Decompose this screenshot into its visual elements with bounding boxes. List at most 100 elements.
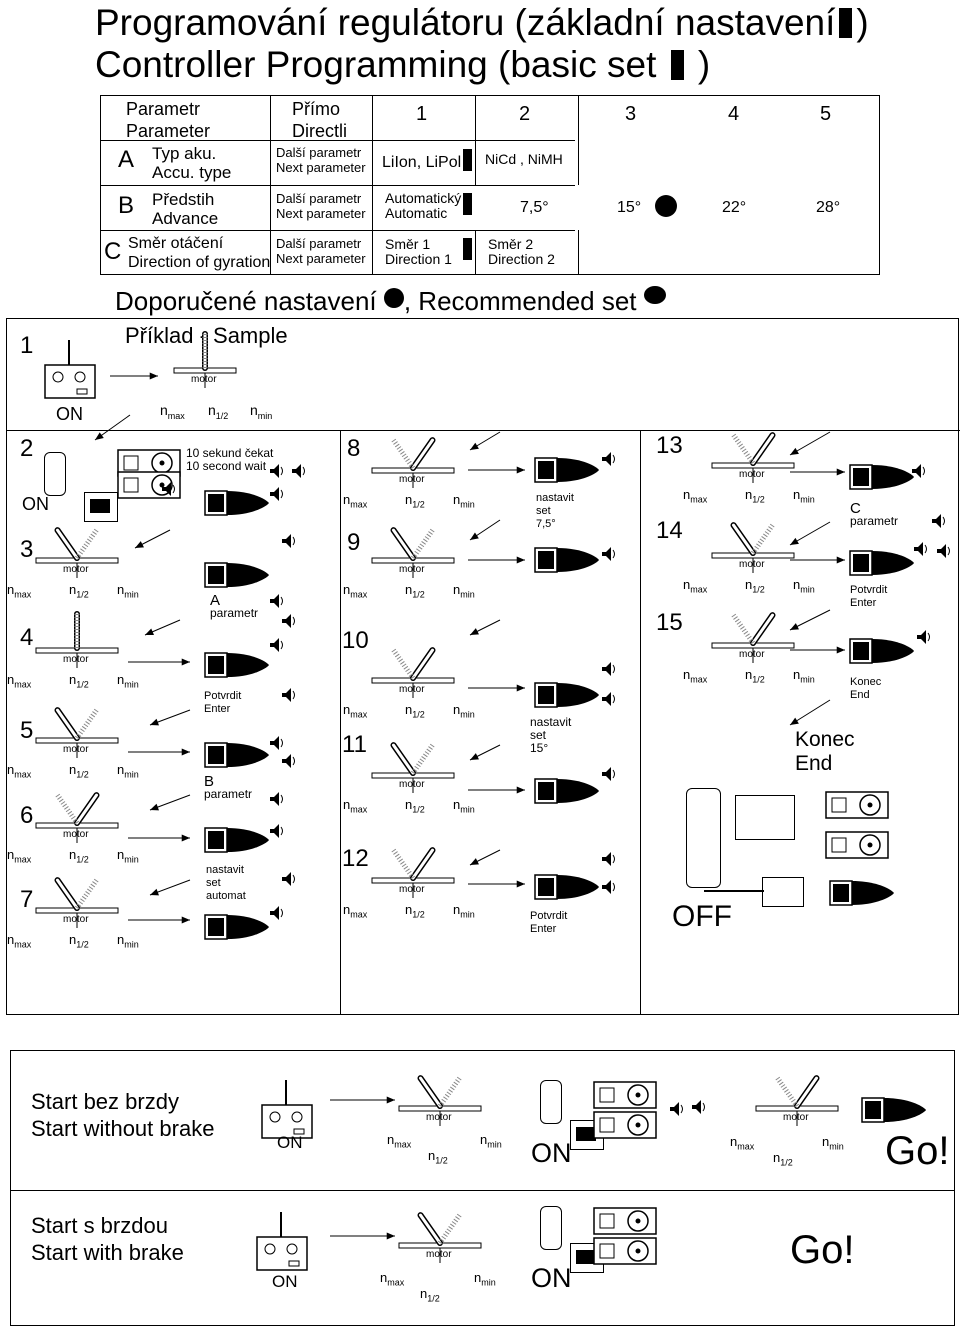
throttle-stick: motor xyxy=(395,1068,485,1128)
n-half-label: n1/2 xyxy=(405,492,425,510)
n-half-label: n1/2 xyxy=(405,902,425,920)
n-max-label: nmax xyxy=(7,672,32,690)
battery-icon xyxy=(540,1206,562,1250)
battery-icon xyxy=(44,452,66,496)
go-label-1: Go! xyxy=(885,1129,950,1173)
step-1: 1 xyxy=(20,332,34,359)
title-cz: Programování regulátoru (základní nastav… xyxy=(95,2,869,43)
n-half-label: n1/2 xyxy=(69,582,89,600)
off-label: OFF xyxy=(672,900,732,933)
throttle-stick: motor xyxy=(368,640,458,700)
throttle-stick: motor xyxy=(708,515,798,575)
n-max-label: nmax xyxy=(160,402,185,421)
n-max-label: nmax xyxy=(7,762,32,780)
throttle-stick: motor xyxy=(368,735,458,795)
receiver-icon xyxy=(84,492,118,522)
n-max-label: nmax xyxy=(343,582,368,600)
throttle-stick: motor xyxy=(32,700,122,760)
n-min-label: nmin xyxy=(793,667,815,685)
n-min-label: nmin xyxy=(793,487,815,505)
motor-label: motor xyxy=(426,1112,452,1123)
step-2: 2 xyxy=(20,435,34,462)
throttle-stick: motor xyxy=(32,610,122,670)
throttle-stick: motor xyxy=(395,1205,485,1265)
n-min-label: nmin xyxy=(453,797,475,815)
throttle-stick: motor xyxy=(32,785,122,845)
step-3: 3 xyxy=(20,536,34,563)
motor-label: motor xyxy=(399,779,425,790)
n-min-label: nmin xyxy=(793,577,815,595)
n-min-label: nmin xyxy=(480,1132,502,1150)
row-b-v5: 28° xyxy=(816,199,841,216)
motor-label: motor xyxy=(63,654,89,665)
n-max-label: nmax xyxy=(7,847,32,865)
step-4: 4 xyxy=(20,624,34,651)
n-min-label: nmin xyxy=(117,582,139,600)
n-max-label: nmax xyxy=(730,1134,755,1152)
motor-label: motor xyxy=(739,649,765,660)
throttle-stick: motor xyxy=(708,425,798,485)
col-3: 3 xyxy=(625,103,637,125)
motor-label: motor xyxy=(399,684,425,695)
title-en: Controller Programming (basic set ) xyxy=(95,44,711,85)
wire xyxy=(704,890,764,892)
n-min-label: nmin xyxy=(453,902,475,920)
start-on-2: ON xyxy=(272,1272,298,1291)
col-2: 2 xyxy=(519,103,531,125)
motor-label: motor xyxy=(399,884,425,895)
motor-label: motor xyxy=(191,374,217,385)
throttle-stick: motor xyxy=(752,1068,842,1128)
go-label-2: Go! xyxy=(790,1228,855,1272)
throttle-stick: motor xyxy=(32,520,122,580)
row-a-letter: A xyxy=(118,146,135,173)
motor-label: motor xyxy=(63,564,89,575)
row-a-v1: LiIon, LiPol xyxy=(382,154,462,171)
n-half-label: n1/2 xyxy=(405,797,425,815)
row-b-v2: 7,5° xyxy=(520,199,549,216)
motor-label: motor xyxy=(783,1112,809,1123)
n-max-label: nmax xyxy=(683,577,708,595)
col-4: 4 xyxy=(728,103,740,125)
on-label-2: ON xyxy=(22,494,49,514)
motor-label: motor xyxy=(399,564,425,575)
n-max-label: nmax xyxy=(380,1270,405,1288)
row-b-v4: 22° xyxy=(722,199,747,216)
n-half-label: n1/2 xyxy=(69,932,89,950)
n-max-label: nmax xyxy=(343,902,368,920)
n-half-label: n1/2 xyxy=(69,762,89,780)
step-7: 7 xyxy=(20,886,34,913)
n-min-label: nmin xyxy=(117,847,139,865)
n-max-label: nmax xyxy=(343,797,368,815)
start-panel xyxy=(10,1050,955,1326)
battery-icon xyxy=(540,1080,562,1124)
step-8: 8 xyxy=(347,435,361,462)
throttle-stick: motor xyxy=(368,840,458,900)
n-max-label: nmax xyxy=(7,932,32,950)
n-half-label: n1/2 xyxy=(428,1148,448,1166)
n-half-label: n1/2 xyxy=(69,847,89,865)
step-14: 14 xyxy=(656,517,683,544)
block-marker xyxy=(670,50,684,80)
n-half-label: n1/2 xyxy=(69,672,89,690)
motor-label: motor xyxy=(63,829,89,840)
n-min-label: nmin xyxy=(822,1134,844,1152)
row-c-letter: C xyxy=(104,238,122,265)
n-max-label: nmax xyxy=(343,702,368,720)
step-11: 11 xyxy=(342,731,367,758)
row-a-name: Typ aku.Accu. type xyxy=(152,144,232,182)
